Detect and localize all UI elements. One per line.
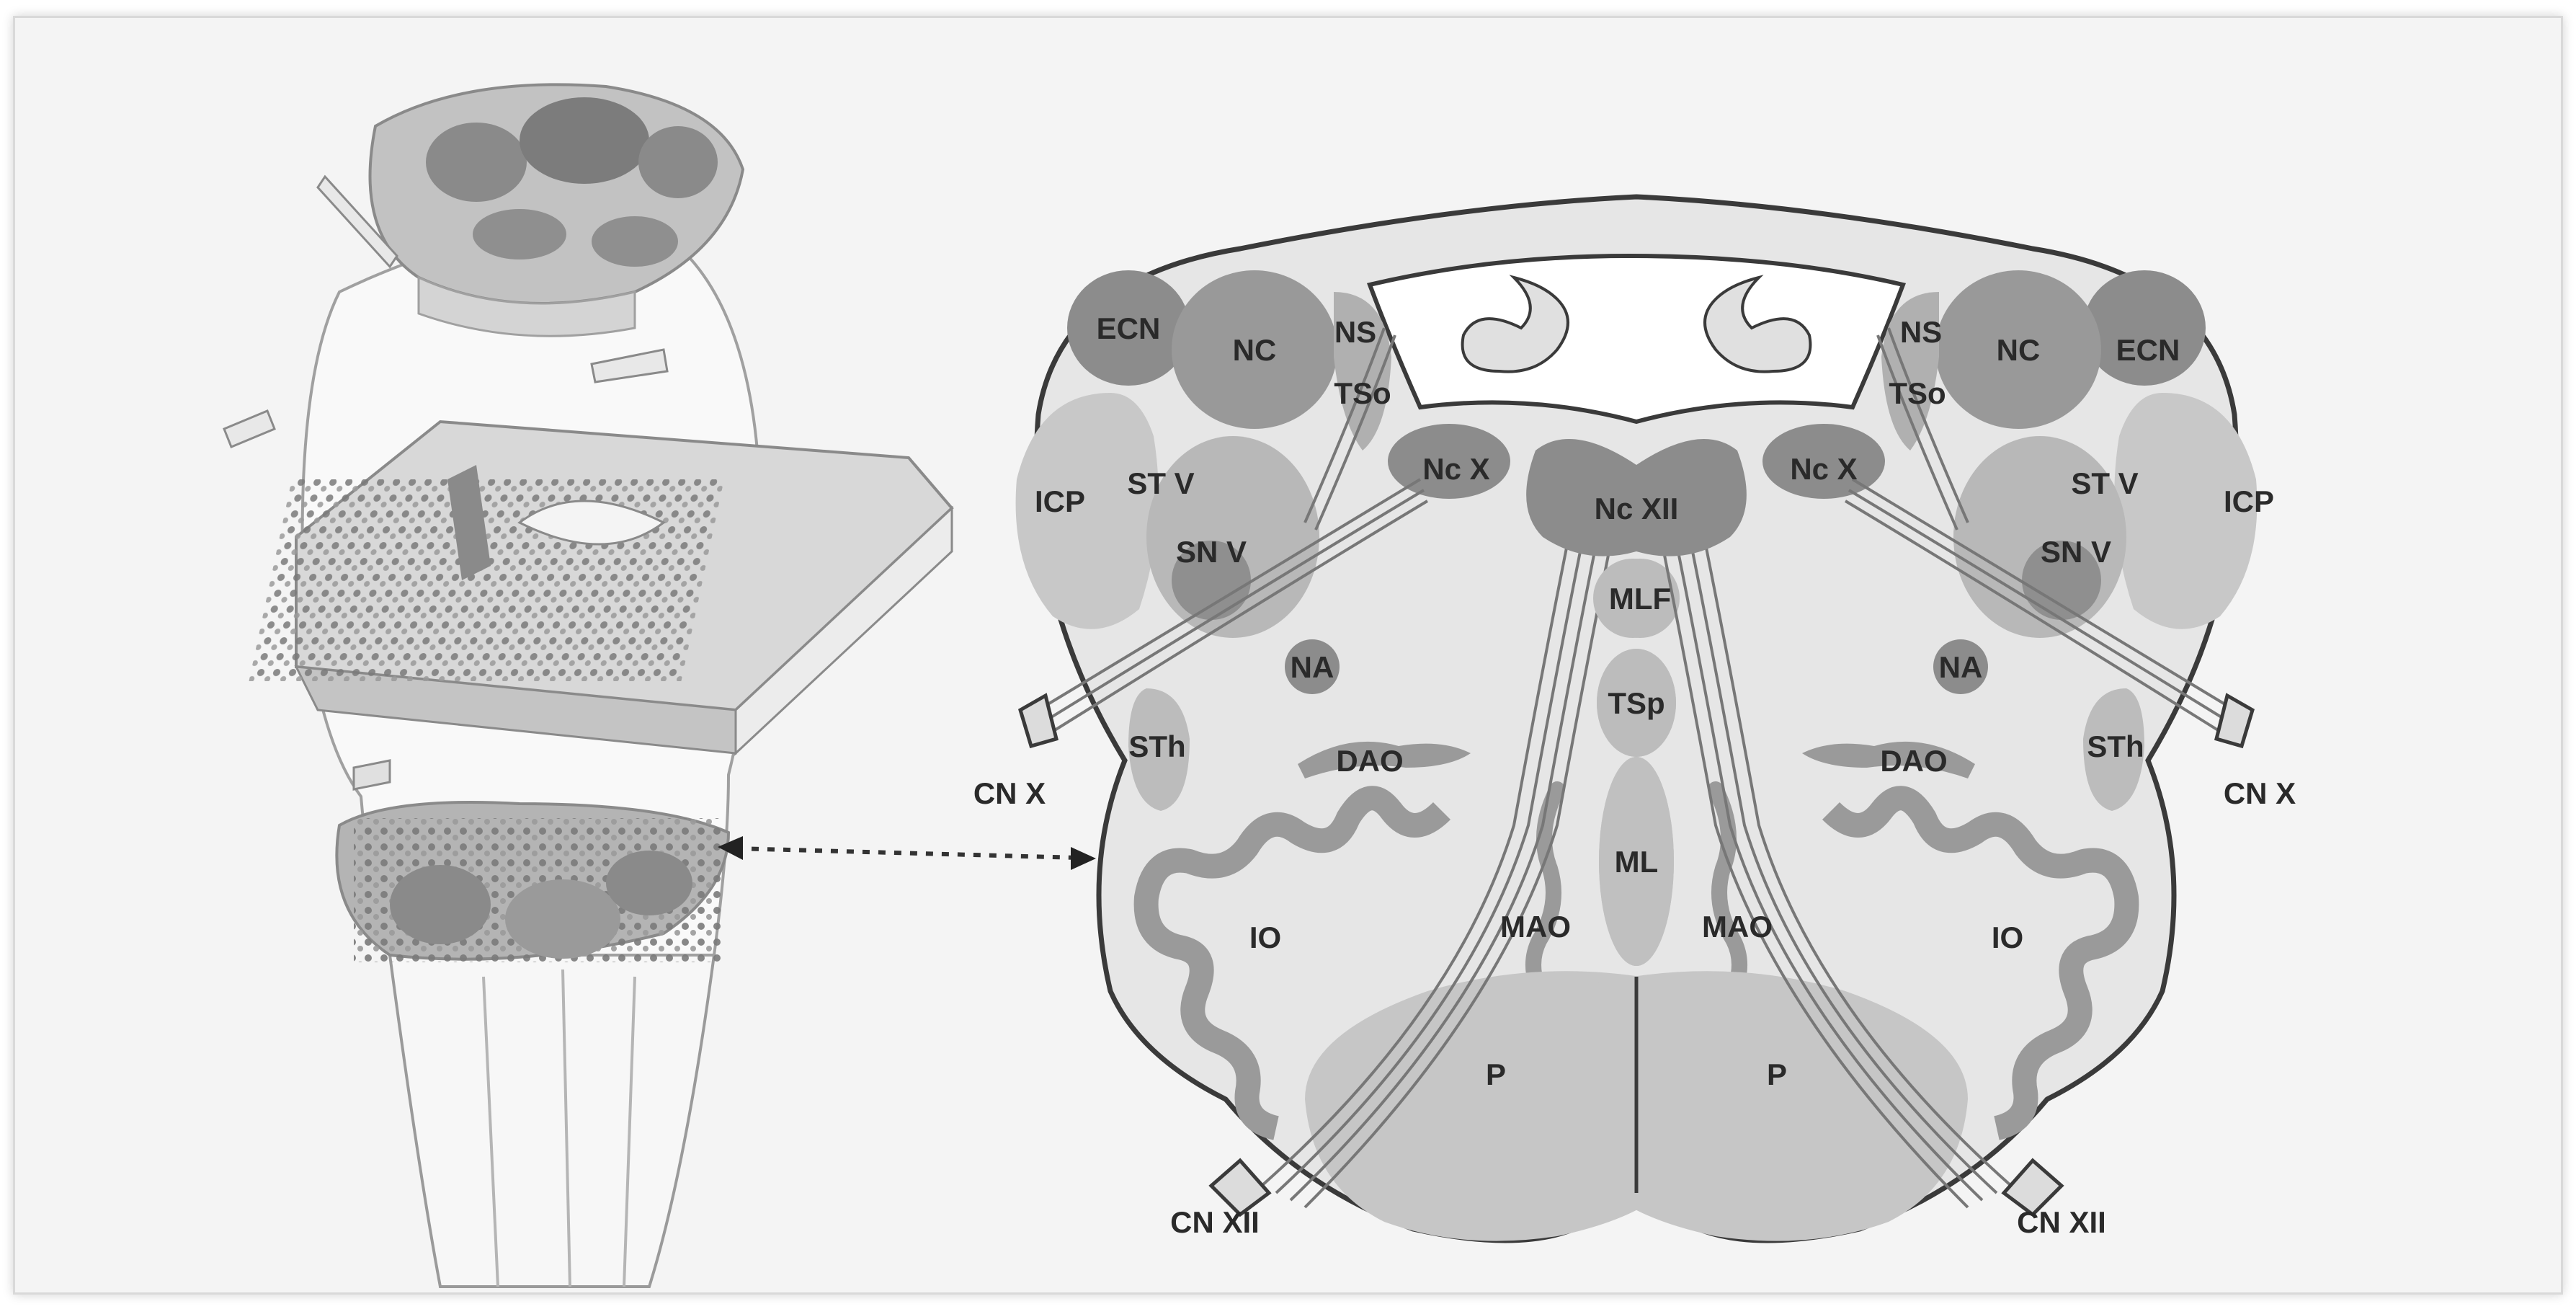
label-stv-left: ST V bbox=[1127, 466, 1194, 500]
label-ns-left: NS bbox=[1334, 315, 1376, 349]
label-nc-left: NC bbox=[1233, 333, 1277, 367]
figure-frame: ECN NC NS TSo ICP ST V SN V Nc X NA STh … bbox=[13, 16, 2563, 1295]
label-mao-left: MAO bbox=[1500, 910, 1571, 944]
label-tso-left: TSo bbox=[1334, 376, 1391, 410]
label-sth-left: STh bbox=[1128, 729, 1185, 763]
label-p-left: P bbox=[1486, 1057, 1506, 1091]
level-indicator-arrow bbox=[718, 836, 1096, 870]
label-nc-xii: Nc XII bbox=[1595, 492, 1679, 525]
label-snv-right: SN V bbox=[2041, 535, 2111, 569]
label-cn-x-left: CN X bbox=[973, 776, 1046, 810]
label-tsp: TSp bbox=[1608, 686, 1664, 720]
label-icp-right: ICP bbox=[2224, 484, 2274, 518]
label-ml: ML bbox=[1615, 845, 1659, 879]
label-na-right: NA bbox=[1939, 650, 1983, 684]
brainstem-3d-illustration bbox=[224, 84, 952, 1287]
label-ns-right: NS bbox=[1900, 315, 1942, 349]
label-mlf: MLF bbox=[1609, 582, 1671, 616]
medulla-figure: ECN NC NS TSo ICP ST V SN V Nc X NA STh … bbox=[15, 18, 2565, 1297]
label-mao-right: MAO bbox=[1702, 910, 1773, 944]
label-dao-right: DAO bbox=[1880, 744, 1947, 778]
label-nc-x-left: Nc X bbox=[1422, 452, 1489, 486]
label-io-left: IO bbox=[1249, 920, 1281, 954]
label-cn-xii-left: CN XII bbox=[1170, 1205, 1260, 1239]
label-nc-right: NC bbox=[1997, 333, 2041, 367]
fourth-ventricle bbox=[1370, 256, 1903, 422]
label-na-left: NA bbox=[1291, 650, 1334, 684]
label-io-right: IO bbox=[1992, 920, 2023, 954]
label-icp-left: ICP bbox=[1035, 484, 1085, 518]
label-stv-right: ST V bbox=[2071, 466, 2138, 500]
label-ecn-right: ECN bbox=[2116, 333, 2180, 367]
label-dao-left: DAO bbox=[1336, 744, 1403, 778]
label-ecn-left: ECN bbox=[1097, 311, 1161, 345]
label-cn-xii-right: CN XII bbox=[2017, 1205, 2106, 1239]
label-tso-right: TSo bbox=[1889, 376, 1946, 410]
label-nc-x-right: Nc X bbox=[1790, 452, 1857, 486]
label-sth-right: STh bbox=[2087, 729, 2144, 763]
label-cn-x-right: CN X bbox=[2224, 776, 2296, 810]
label-snv-left: SN V bbox=[1176, 535, 1247, 569]
label-p-right: P bbox=[1767, 1057, 1787, 1091]
